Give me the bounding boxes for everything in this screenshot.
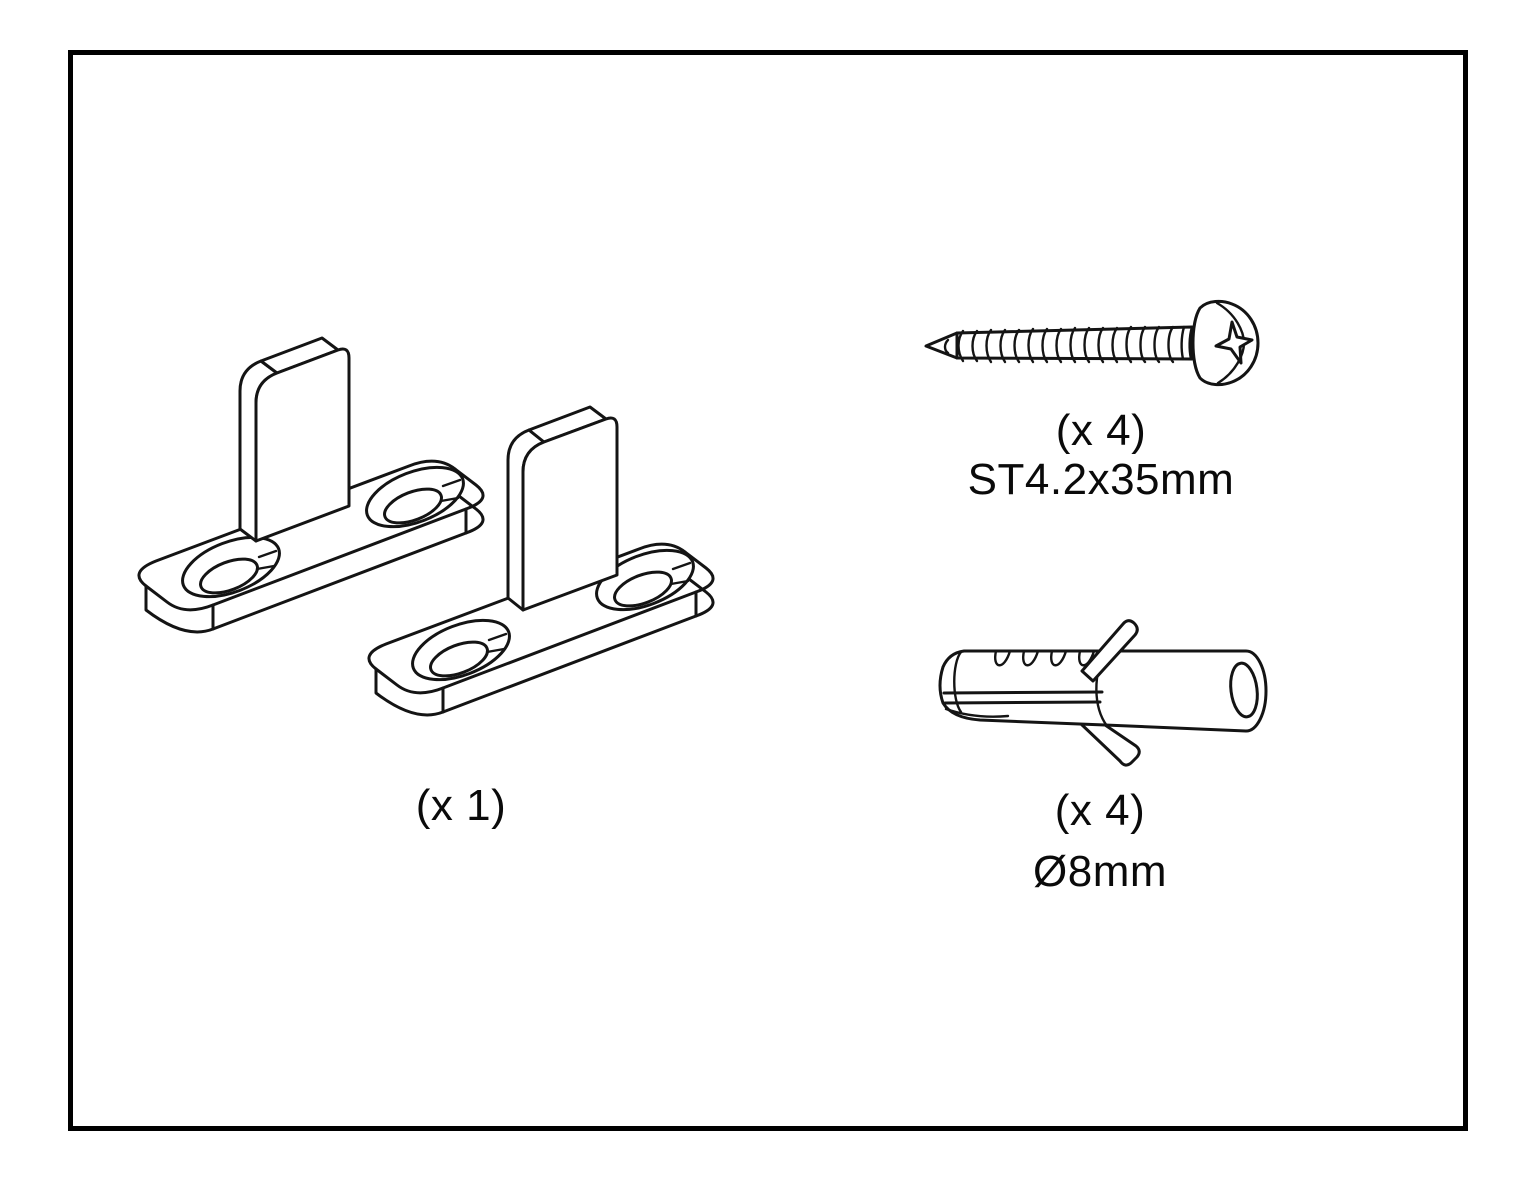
floor-guide-bracket-rear: [137, 336, 485, 634]
screw-drawing: [924, 299, 1260, 387]
wall-anchor-spec-label: Ø8mm: [1033, 847, 1167, 896]
diagram-border: [68, 50, 1468, 1131]
screw-quantity-label: (x 4): [1055, 406, 1147, 455]
floor-guide-quantity-label: (x 1): [415, 781, 507, 830]
wall-anchor-drawing: [938, 619, 1268, 767]
wall-anchor-illustration: [938, 619, 1268, 767]
screw-spec-label: ST4.2x35mm: [967, 455, 1235, 504]
phillips-cross-icon: [1214, 320, 1254, 365]
floor-guide-illustration: [137, 336, 715, 717]
wall-anchor-quantity-label: (x 4): [1054, 786, 1146, 835]
floor-guide-bracket-front: [367, 405, 715, 717]
screw-illustration: [924, 299, 1260, 387]
